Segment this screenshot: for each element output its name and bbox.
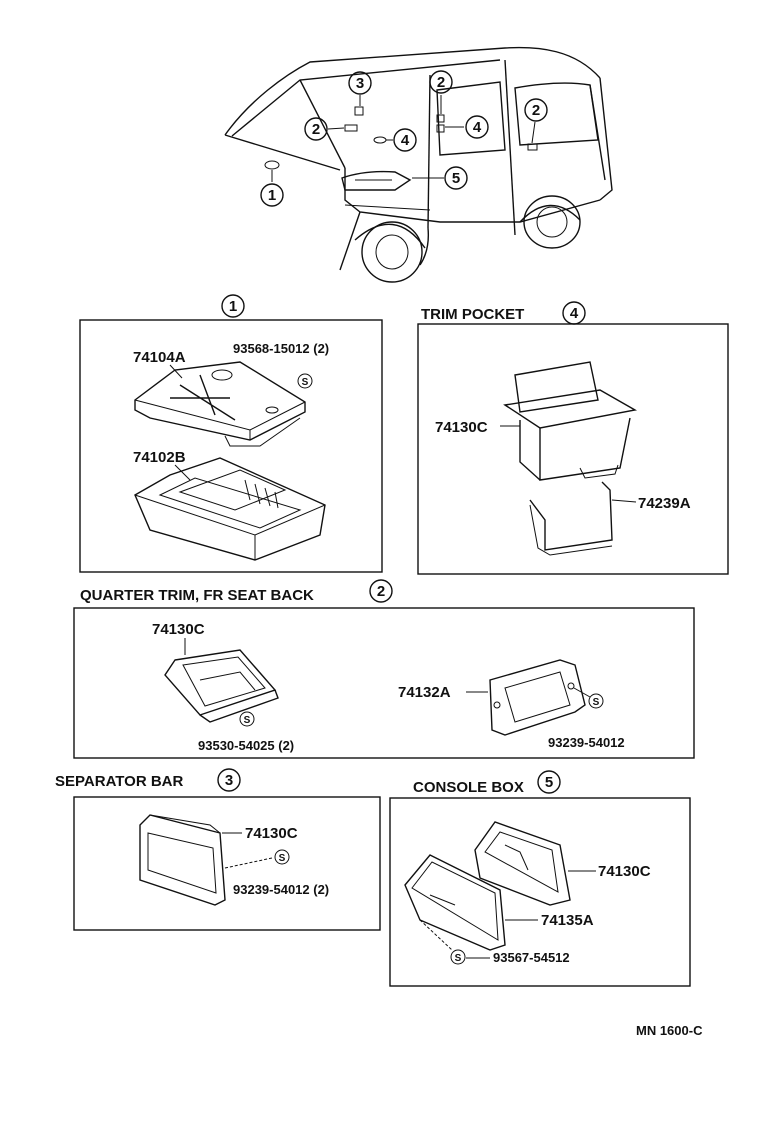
part-74130C-s2: 74130C: [152, 621, 205, 638]
svg-text:5: 5: [452, 170, 460, 187]
section-4-number: 4: [570, 305, 579, 322]
screw-symbol-s2a: S: [244, 715, 251, 726]
part-74104A: 74104A: [133, 349, 186, 366]
section-2-title: QUARTER TRIM, FR SEAT BACK: [80, 587, 314, 604]
part-74239A: 74239A: [638, 495, 691, 512]
section-3-title: SEPARATOR BAR: [55, 773, 184, 790]
svg-text:4: 4: [401, 132, 410, 149]
callout-5: 5: [444, 166, 468, 190]
part-74135A: 74135A: [541, 912, 594, 929]
bezel-drawing: [489, 659, 591, 736]
section-5-title: CONSOLE BOX: [413, 779, 524, 796]
callout-2-a: 2: [304, 117, 328, 141]
section-2-number: 2: [377, 583, 385, 600]
trim-pocket-drawing: [503, 361, 637, 481]
screw-93568-15012: 93568-15012 (2): [233, 341, 329, 356]
svg-text:2: 2: [532, 102, 540, 119]
screw-symbol-s5: S: [455, 953, 462, 964]
diagram-code: MN 1600-C: [636, 1023, 703, 1038]
callout-2-b: 2: [429, 70, 453, 94]
console-box-drawing: [404, 854, 506, 951]
section-1-number: 1: [229, 298, 237, 315]
section-1: 1 74104A 93568-15012 (2) S 74102B: [79, 294, 383, 573]
pocket-drawing-s3: [139, 814, 226, 906]
callout-1: 1: [260, 183, 284, 207]
screw-93239-54012: 93239-54012: [548, 735, 625, 750]
tray-box-drawing: [134, 457, 326, 561]
callout-4-a: 4: [393, 128, 417, 152]
callout-4-b: 4: [465, 115, 489, 139]
section-5-number: 5: [545, 774, 553, 791]
tray-lid-drawing: [134, 361, 306, 447]
pocket-drawing-s2: [164, 649, 279, 723]
section-3: SEPARATOR BAR 3 74130C S 93239-54012 (2): [55, 768, 381, 931]
svg-text:1: 1: [268, 187, 276, 204]
part-74130C-s3: 74130C: [245, 825, 298, 842]
bracket-drawing: [529, 481, 613, 556]
vehicle-illustration: [224, 46, 613, 283]
section-3-number: 3: [225, 772, 233, 789]
callout-3: 3: [348, 71, 372, 95]
svg-text:3: 3: [356, 75, 364, 92]
svg-text:4: 4: [473, 119, 482, 136]
screw-symbol-s1: S: [302, 377, 309, 388]
screw-93567-54512: 93567-54512: [493, 950, 570, 965]
part-74102B: 74102B: [133, 449, 186, 466]
part-74132A: 74132A: [398, 684, 451, 701]
section-2: QUARTER TRIM, FR SEAT BACK 2 74130C S 93…: [73, 579, 695, 759]
screw-symbol-s3: S: [279, 853, 286, 864]
console-pocket-drawing: [474, 821, 571, 906]
svg-text:2: 2: [312, 121, 320, 138]
screw-symbol-s2b: S: [593, 697, 600, 708]
part-74130C-s4: 74130C: [435, 419, 488, 436]
screw-93239-54012-2: 93239-54012 (2): [233, 882, 329, 897]
section-5: CONSOLE BOX 5 74130C 74135A S 93567-5451…: [389, 770, 691, 987]
section-4: TRIM POCKET 4 74130C 74239A: [417, 301, 729, 575]
svg-text:2: 2: [437, 74, 445, 91]
screw-93530-54025: 93530-54025 (2): [198, 738, 294, 753]
part-74130C-s5: 74130C: [598, 863, 651, 880]
section-4-title: TRIM POCKET: [421, 306, 524, 323]
callout-2-c: 2: [524, 98, 548, 122]
